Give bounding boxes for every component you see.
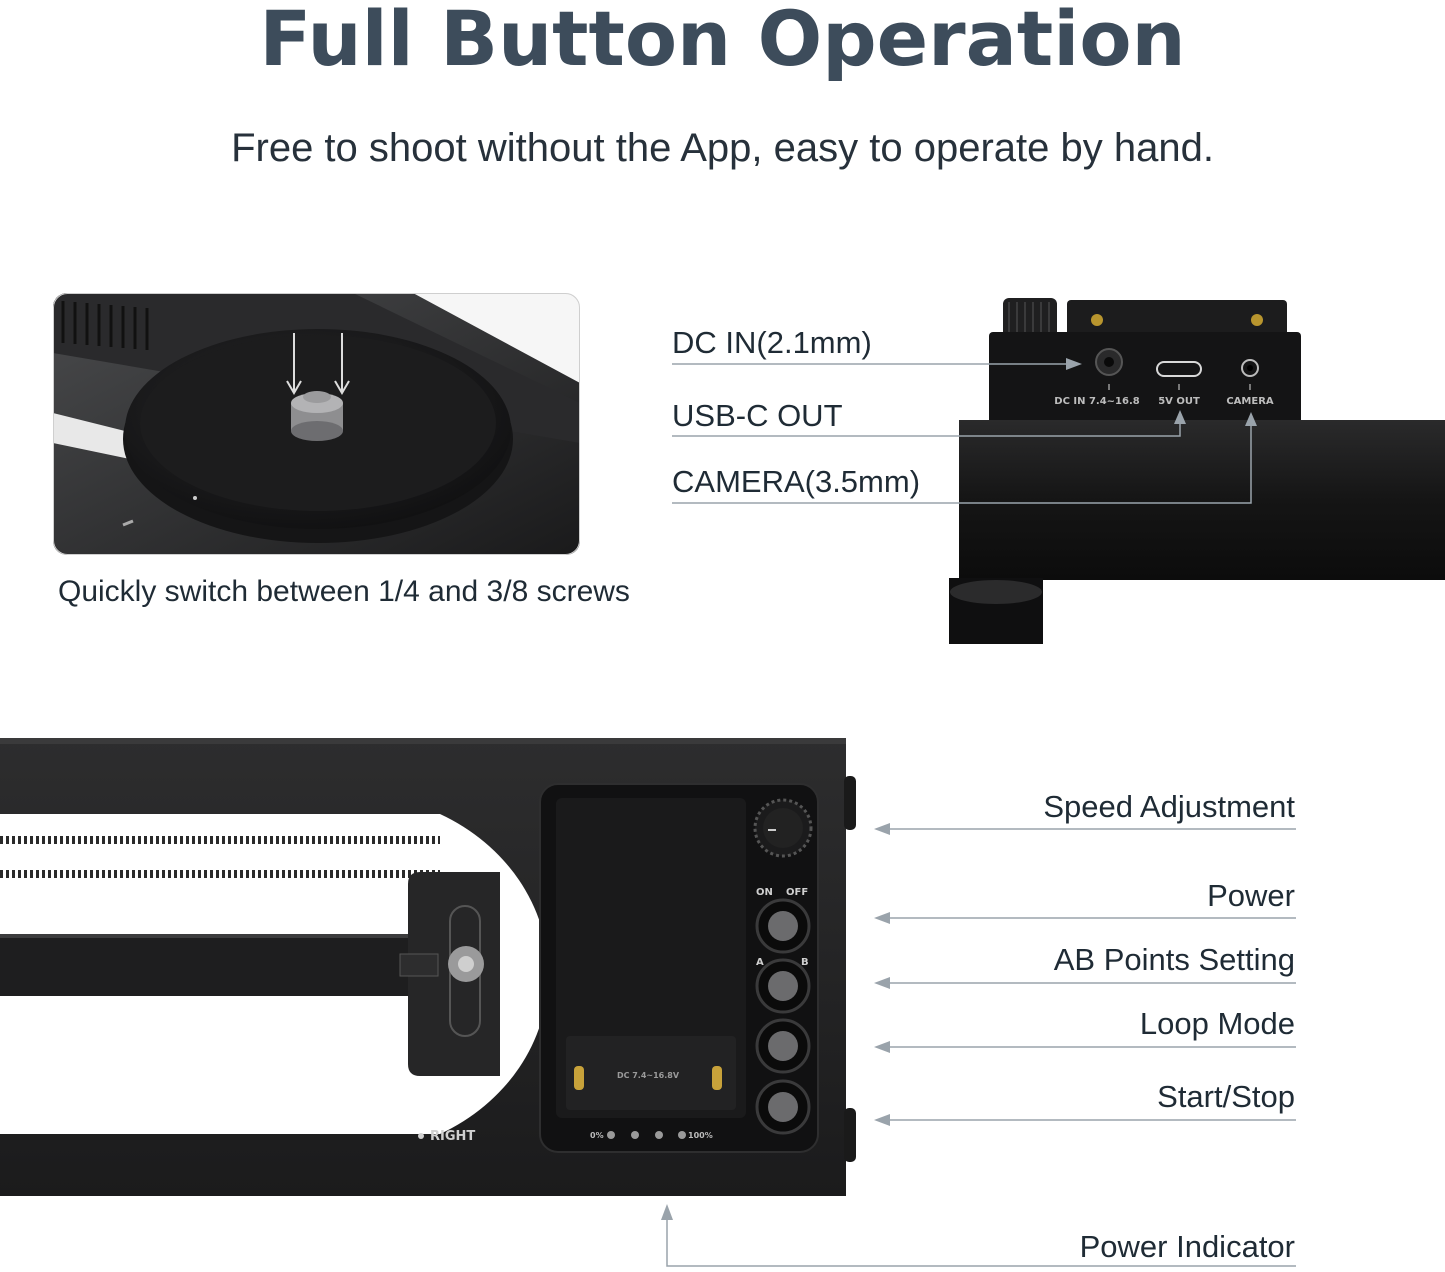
port-panel-image: DC IN 7.4~16.8 5V OUT CAMERA: [949, 298, 1445, 644]
page-title: Full Button Operation: [259, 0, 1186, 83]
label-loop-mode: Loop Mode: [1139, 1006, 1295, 1041]
control-panel-image: RIGHT DC 7.4~16.8V ON OFF A B 0% 100%: [0, 738, 856, 1196]
right-label: RIGHT: [430, 1129, 475, 1144]
off-text: OFF: [786, 887, 808, 898]
label-power-indicator: Power Indicator: [1079, 1229, 1295, 1264]
port-camera-text: CAMERA: [1226, 396, 1274, 407]
port-5v-out-text: 5V OUT: [1158, 396, 1200, 407]
page-subtitle: Free to shoot without the App, easy to o…: [231, 126, 1214, 170]
label-usb-c-out: USB-C OUT: [672, 398, 843, 433]
battery-voltage-text: DC 7.4~16.8V: [617, 1071, 680, 1080]
b-text: B: [801, 957, 809, 968]
screw-mount-image: [53, 293, 580, 555]
a-text: A: [756, 957, 764, 968]
label-camera: CAMERA(3.5mm): [672, 464, 921, 499]
port-dc-in-text: DC IN 7.4~16.8: [1054, 396, 1140, 407]
pct-low-text: 0%: [590, 1131, 604, 1140]
pct-high-text: 100%: [688, 1131, 713, 1140]
label-start-stop: Start/Stop: [1157, 1079, 1295, 1114]
label-speed-adjustment: Speed Adjustment: [1043, 789, 1295, 824]
on-text: ON: [756, 887, 773, 898]
label-dc-in: DC IN(2.1mm): [672, 325, 872, 360]
screw-caption: Quickly switch between 1/4 and 3/8 screw…: [58, 575, 630, 608]
label-ab-points-setting: AB Points Setting: [1053, 942, 1295, 977]
label-power: Power: [1207, 878, 1295, 913]
